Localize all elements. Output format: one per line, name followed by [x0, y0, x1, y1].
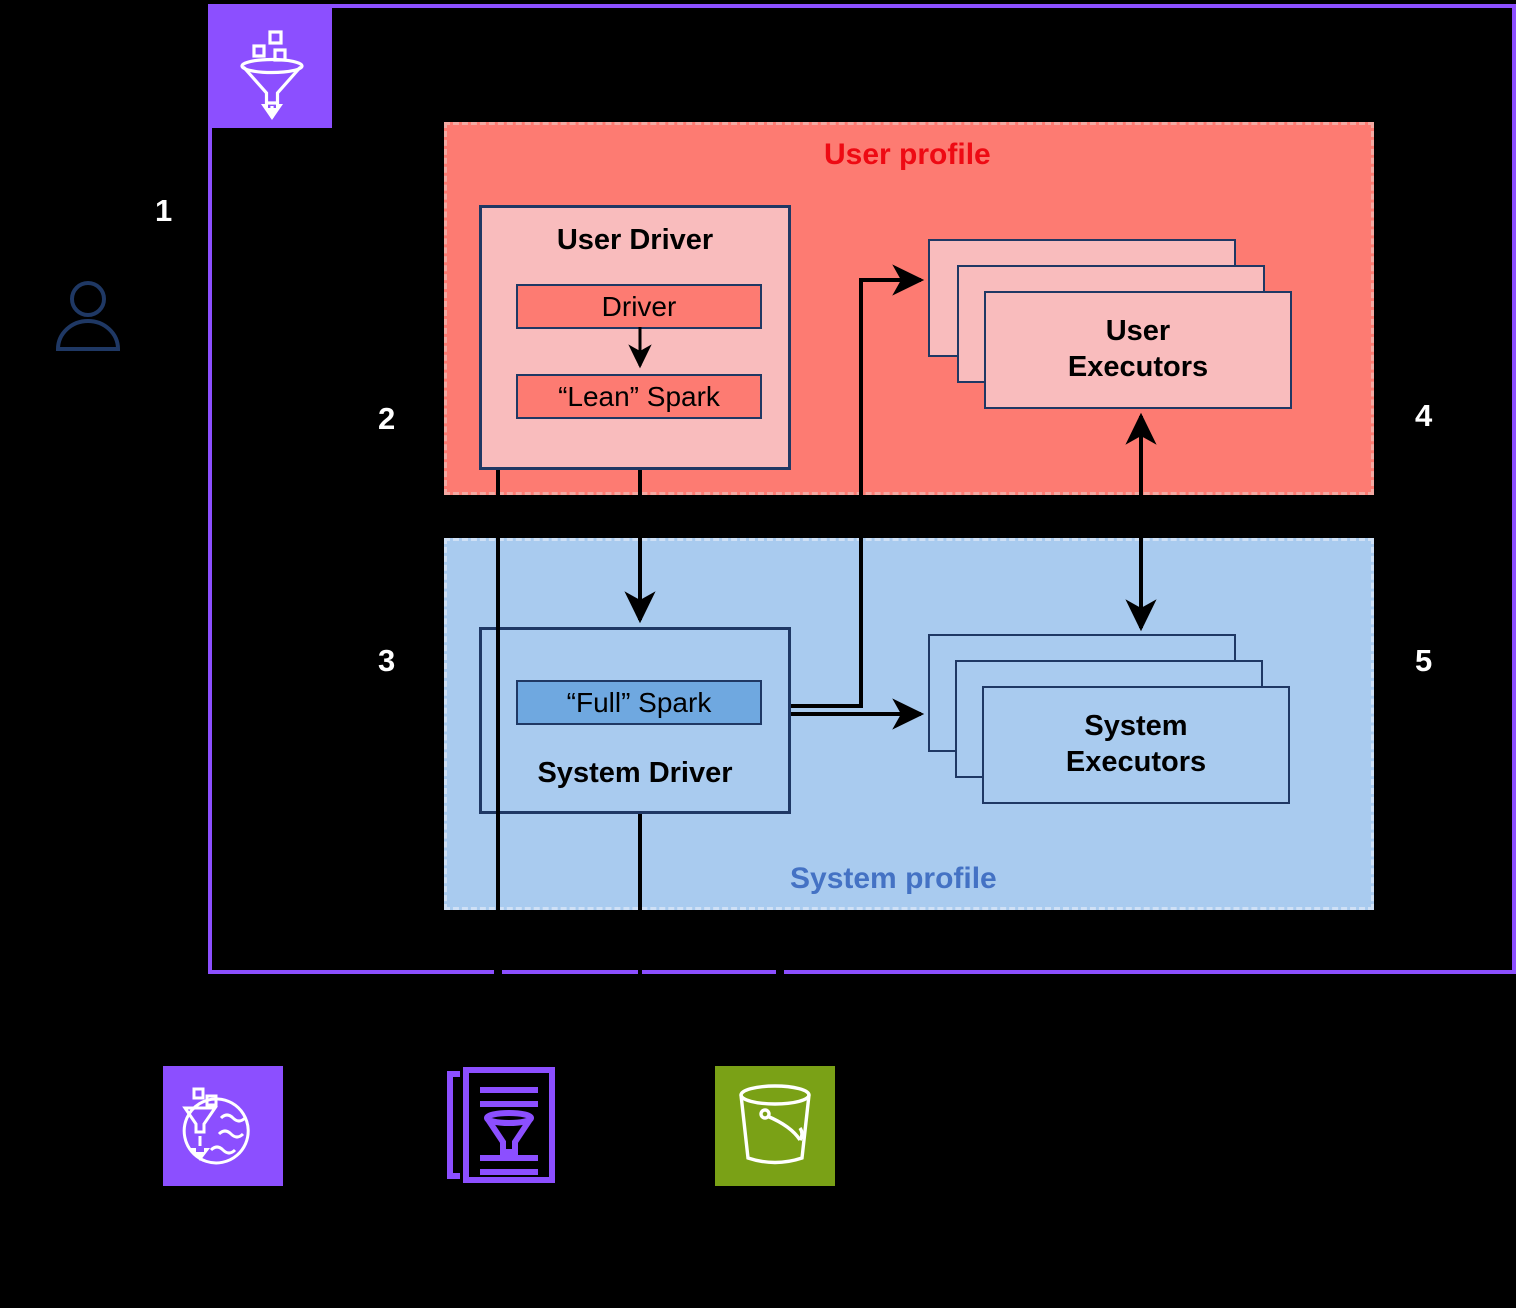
user-executor-card-front: User Executors [984, 291, 1292, 409]
user-driver-box: User Driver Driver “Lean” Spark [479, 205, 791, 470]
lean-spark-box: “Lean” Spark [516, 374, 762, 419]
s3-bucket-icon [715, 1066, 835, 1186]
full-spark-box: “Full” Spark [516, 680, 762, 725]
user-person-icon [48, 275, 128, 355]
container-border-gap-right [776, 962, 784, 978]
system-driver-box: “Full” Spark System Driver [479, 627, 791, 814]
step-number-3: 3 [378, 643, 396, 678]
glue-funnel-icon [212, 8, 332, 128]
step-number-5: 5 [1415, 643, 1433, 678]
user-executors-label-line1: User [1105, 315, 1171, 348]
container-border-gap-left [494, 962, 502, 978]
step-number-1: 1 [155, 193, 173, 228]
user-executors-label-line2: Executors [1067, 351, 1209, 383]
system-executor-card-front: System Executors [982, 686, 1290, 804]
step-number-4: 4 [1415, 398, 1433, 433]
system-driver-title: System Driver [537, 757, 733, 789]
step-number-2: 2 [378, 401, 396, 436]
user-driver-title: User Driver [556, 224, 714, 256]
driver-box: Driver [516, 284, 762, 329]
glue-data-lake-funnel-icon [163, 1066, 283, 1186]
glue-script-document-funnel-icon [440, 1060, 570, 1190]
system-profile-label: System profile [790, 862, 997, 895]
system-executors-label-line1: System [1084, 710, 1188, 743]
user-profile-label: User profile [824, 138, 991, 171]
system-executors-label-line2: Executors [1065, 746, 1207, 778]
glue-job-container [208, 4, 1516, 974]
